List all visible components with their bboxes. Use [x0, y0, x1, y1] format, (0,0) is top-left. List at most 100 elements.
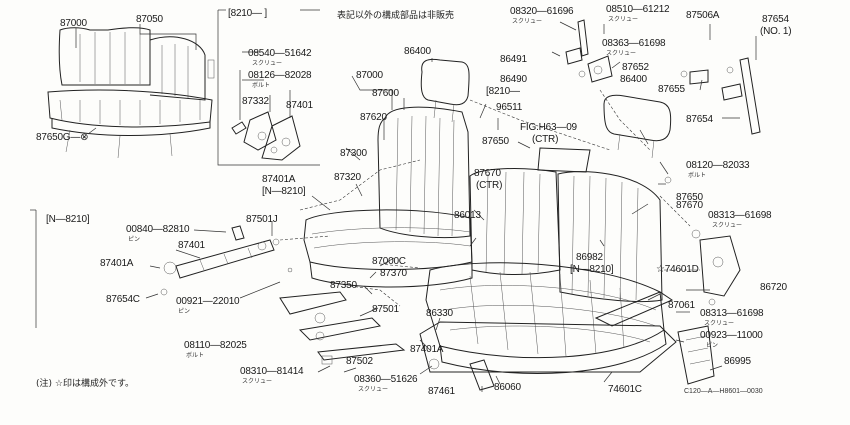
part-label: 87401A — [410, 344, 444, 355]
part-label: 08363—61698 — [602, 38, 666, 49]
seat-cushion-left — [303, 209, 473, 288]
part-label: 87501J — [246, 214, 278, 225]
part-label: [N—8210] — [570, 264, 614, 275]
part-label: 08310—81414 — [240, 366, 304, 377]
part-label: 87650G—⊗ — [36, 132, 89, 143]
sub-caption: スクリュー — [242, 378, 273, 385]
headrest-right — [603, 94, 672, 159]
inset-box-top — [217, 9, 320, 166]
part-label: 08510—61212 — [606, 4, 670, 15]
part-label: 87600 — [372, 88, 399, 99]
part-label: 87652 — [622, 62, 649, 73]
part-label: FIG.H63—09 — [520, 122, 577, 133]
part-label: 86330 — [426, 308, 453, 319]
sub-caption: スクリュー — [608, 16, 639, 23]
part-label: ☆74601D — [656, 264, 699, 275]
part-label: 87655 — [658, 84, 685, 95]
part-label: 86060 — [494, 382, 521, 393]
drawing-code: C120—A—H8601—0030 — [684, 388, 763, 395]
inset-top-parts — [231, 70, 301, 161]
part-label: 86491 — [500, 54, 527, 65]
seat-back-right — [557, 171, 663, 303]
header-note: 表記以外の構成部品は非販売 — [337, 11, 455, 21]
part-label: 86490 — [500, 74, 527, 85]
part-label: 87350 — [330, 280, 357, 291]
part-label: 00921—22010 — [176, 296, 240, 307]
part-label: (CTR) — [476, 180, 503, 191]
part-label: 86982 — [576, 252, 603, 263]
part-label: 87050 — [136, 14, 163, 25]
part-label: 86720 — [760, 282, 787, 293]
part-label: 08110—82025 — [184, 340, 247, 351]
sub-caption: スクリュー — [704, 320, 735, 327]
part-label: 00840—82810 — [126, 224, 190, 235]
part-label: 87650 — [482, 136, 509, 147]
part-label: 08360—51626 — [354, 374, 418, 385]
sub-caption: スクリュー — [252, 60, 283, 67]
sub-caption: スクリュー — [358, 386, 389, 393]
part-label: (CTR) — [532, 134, 559, 145]
seatbelt-parts — [565, 19, 761, 385]
sub-caption: スクリュー — [712, 222, 743, 229]
part-label: 87654C — [106, 294, 140, 305]
sub-caption: ピン — [128, 236, 141, 243]
part-label: 87370 — [380, 268, 407, 279]
sub-caption: ボルト — [186, 352, 205, 359]
part-label: 87620 — [360, 112, 387, 123]
part-label: 08540—51642 — [248, 48, 312, 59]
part-label: 87502 — [346, 356, 373, 367]
sub-caption: ボルト — [688, 172, 707, 179]
part-label: 08313—61698 — [708, 210, 772, 221]
part-label: 87501 — [372, 304, 399, 315]
part-label: 87401A — [100, 258, 134, 269]
leader-lines — [75, 21, 757, 392]
inset-left-label: [N—8210] — [46, 214, 90, 225]
bench-seat-small — [47, 27, 215, 159]
part-label: 86995 — [724, 356, 751, 367]
part-label: 86013 — [454, 210, 481, 221]
part-label: 08126—82028 — [248, 70, 312, 81]
seat-back-left — [377, 106, 471, 239]
part-label: 87000 — [356, 70, 383, 81]
part-label: 87670 — [474, 168, 501, 179]
sub-caption: ピン — [706, 342, 719, 349]
part-label: 87506A — [686, 10, 720, 21]
part-label: 87300 — [340, 148, 367, 159]
part-label: 87650 — [676, 192, 703, 203]
part-label: [N—8210] — [262, 186, 306, 197]
part-label: 08120—82033 — [686, 160, 750, 171]
part-label: 87401 — [178, 240, 205, 251]
part-label: 87461 — [428, 386, 455, 397]
part-label: 00923—11000 — [700, 330, 763, 341]
part-label: 86400 — [620, 74, 647, 85]
part-label: 87061 — [668, 300, 695, 311]
sub-caption: スクリュー — [512, 18, 543, 25]
part-label: 87654 — [762, 14, 789, 25]
part-label: 08320—61696 — [510, 6, 574, 17]
part-label: 87000C — [372, 256, 406, 267]
footnote: (注) ☆印は構成外です。 — [36, 379, 135, 389]
seat-frame — [279, 291, 677, 391]
part-label: [8210— — [486, 86, 520, 97]
part-label: 87670 — [676, 200, 703, 211]
part-label: 86400 — [404, 46, 431, 57]
part-label: 87332 — [242, 96, 269, 107]
part-label: 96511 — [496, 102, 523, 113]
part-label: 74601C — [608, 384, 642, 395]
part-label: 87654 — [686, 114, 713, 125]
sub-caption: ボルト — [252, 82, 271, 89]
part-label: 08313—61698 — [700, 308, 764, 319]
part-label: 87401 — [286, 100, 313, 111]
part-label: (NO. 1) — [760, 26, 792, 37]
part-label: 87401A — [262, 174, 296, 185]
seat-back-center — [469, 147, 591, 275]
sub-caption: スクリュー — [606, 50, 637, 57]
inset-box-left — [30, 209, 37, 328]
inset-top-label: [8210— ] — [228, 8, 267, 19]
seat-adjuster-parts — [160, 225, 293, 296]
part-label: 87320 — [334, 172, 361, 183]
sub-caption: ピン — [178, 308, 191, 315]
part-label: 87000 — [60, 18, 87, 29]
